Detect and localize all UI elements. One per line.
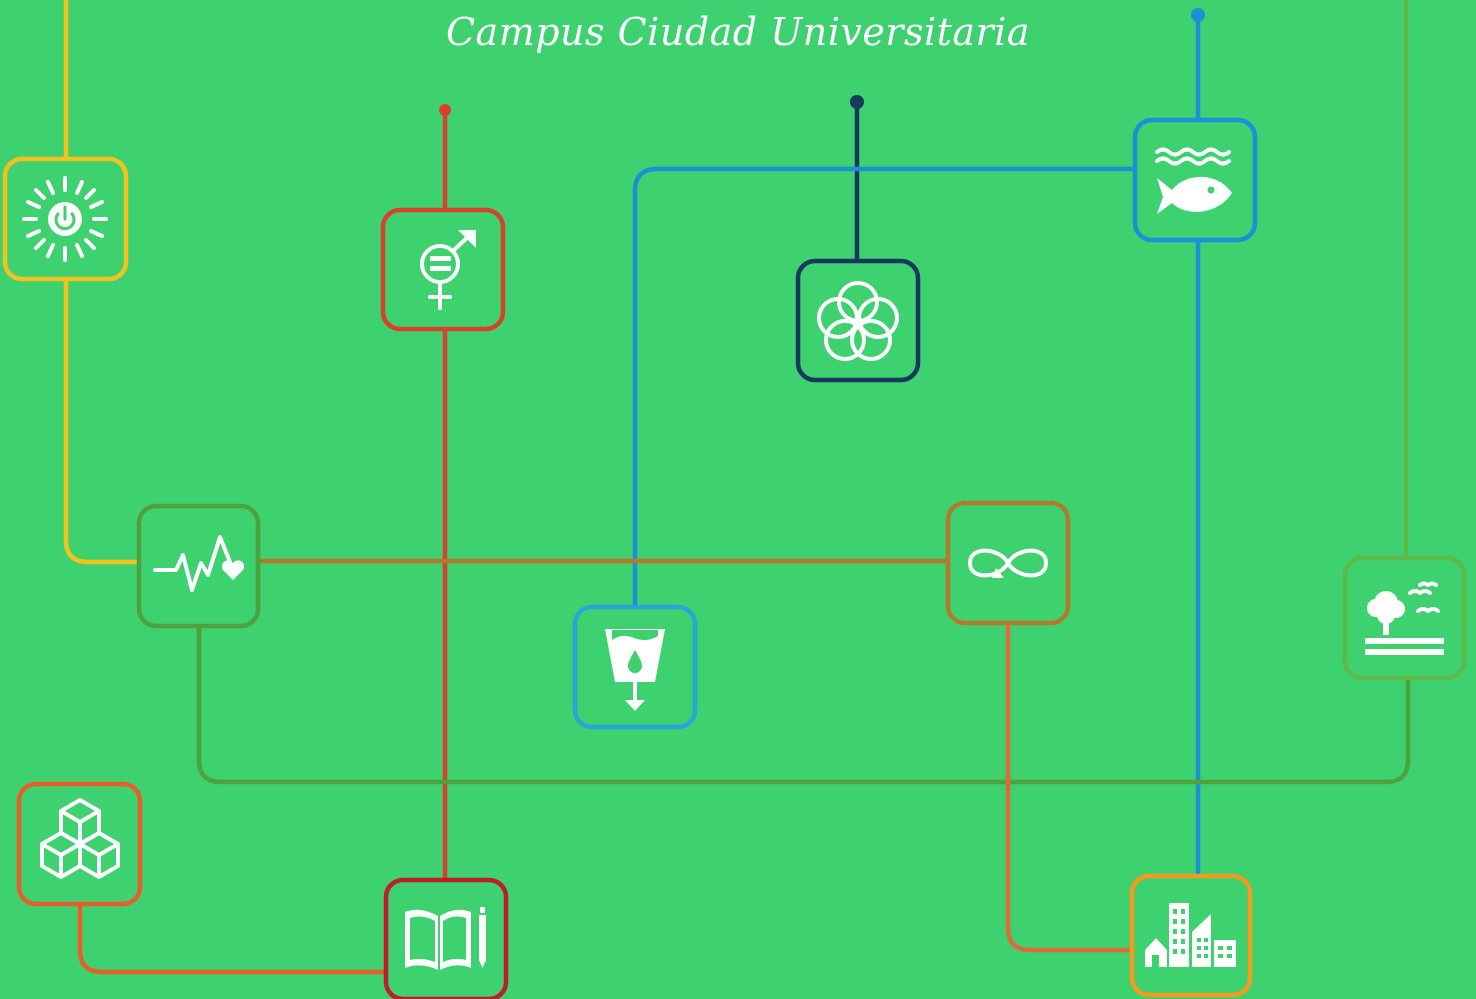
education-node[interactable] [383, 877, 509, 999]
heartbeat-icon [153, 535, 245, 592]
clean-water-line [632, 166, 1138, 610]
life-below-water-node[interactable] [1132, 117, 1258, 243]
clean-water-node[interactable] [572, 604, 698, 730]
gender-equality-icon [420, 230, 476, 310]
fish-waves-icon [1155, 147, 1232, 214]
industry-node[interactable] [16, 781, 143, 907]
energy-node[interactable] [2, 156, 129, 282]
partnerships-node[interactable] [795, 258, 921, 383]
consumption-node[interactable] [945, 500, 1071, 626]
infinity-loop-icon [968, 548, 1048, 578]
energy-line [63, 0, 143, 565]
cities-line [1005, 620, 1135, 953]
interlocking-circles-icon [817, 281, 899, 361]
gender-line-endpoint [439, 104, 451, 116]
health-land-line [196, 623, 1411, 785]
book-pencil-icon [405, 907, 486, 970]
partnership-line-endpoint [850, 95, 864, 109]
cities-node[interactable] [1129, 873, 1253, 998]
tree-birds-icon [1365, 581, 1444, 655]
health-node[interactable] [136, 503, 261, 629]
life-on-land-node[interactable] [1342, 555, 1467, 681]
water-drop-glass-icon [605, 629, 665, 711]
stacked-cubes-icon [40, 798, 120, 879]
gender-equality-node[interactable] [380, 207, 506, 332]
city-buildings-icon [1145, 903, 1236, 967]
industry-line [77, 901, 389, 975]
sun-power-icon [22, 176, 108, 262]
water-line-endpoint [1191, 8, 1205, 22]
campus-title: Campus Ciudad Universitaria [445, 10, 1031, 54]
